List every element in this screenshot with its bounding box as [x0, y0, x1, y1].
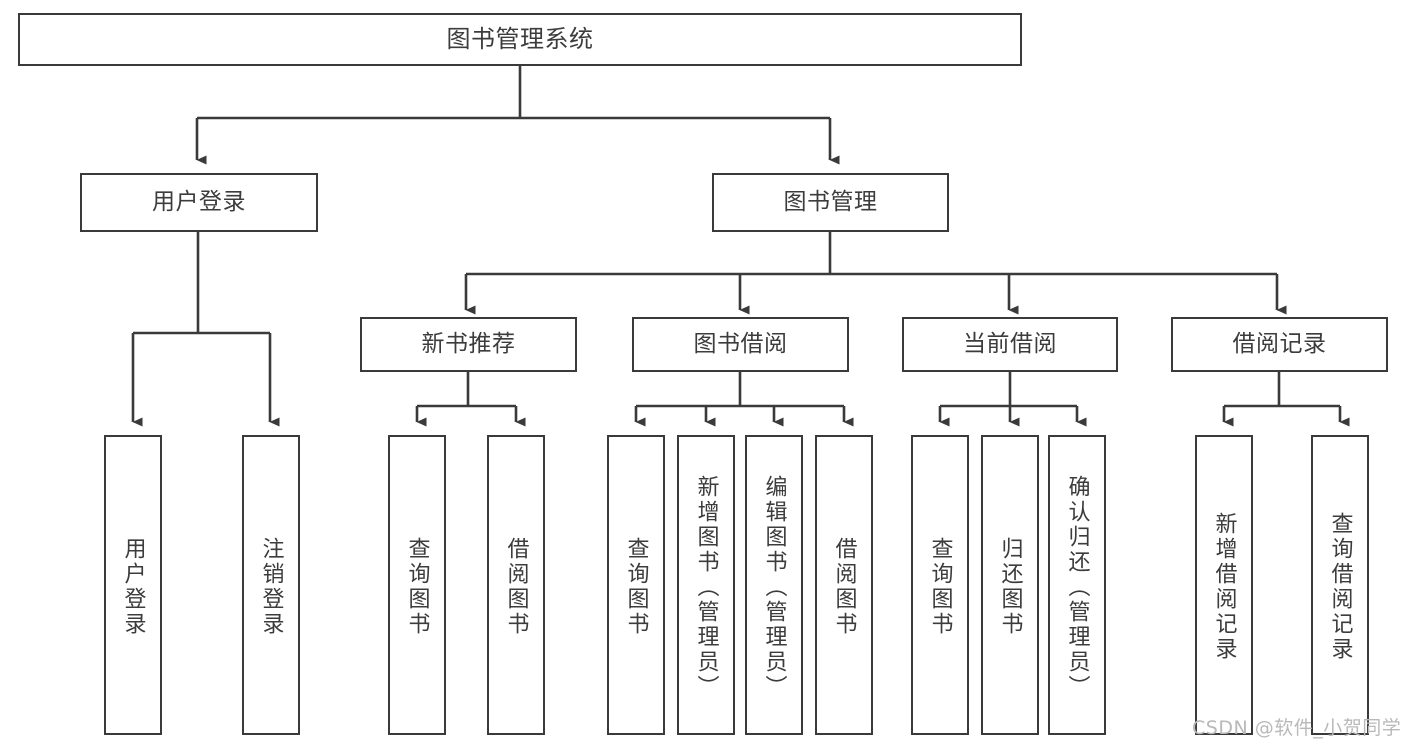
node-leaf-user-login[interactable]: 用户登录: [104, 435, 162, 735]
node-label: 用户登录: [120, 537, 146, 637]
node-label: 归还图书: [997, 537, 1023, 637]
node-leaf-logout[interactable]: 注销登录: [242, 435, 300, 735]
node-label: 图书管理系统: [446, 24, 594, 53]
node-current-borrow[interactable]: 当前借阅: [902, 317, 1118, 372]
node-label: 查询图书: [404, 537, 430, 637]
node-label: 用户登录: [152, 189, 246, 216]
node-root-system[interactable]: 图书管理系统: [18, 13, 1022, 66]
node-new-book-recommend[interactable]: 新书推荐: [360, 317, 577, 372]
node-leaf-return-book[interactable]: 归还图书: [981, 435, 1039, 735]
node-label: 注销登录: [258, 537, 284, 637]
node-label: 借阅记录: [1232, 331, 1327, 358]
node-leaf-query-borrow-record[interactable]: 查询借阅记录: [1311, 435, 1369, 735]
node-label: 新增图书（管理员）: [693, 474, 719, 700]
watermark-text: CSDN @软件_小贺同学: [1192, 717, 1402, 739]
node-leaf-borrow-book-new[interactable]: 借阅图书: [487, 435, 545, 735]
node-label: 查询图书: [927, 537, 953, 637]
node-label: 新增借阅记录: [1211, 512, 1237, 662]
node-user-login[interactable]: 用户登录: [80, 173, 318, 232]
node-book-borrow[interactable]: 图书借阅: [632, 317, 849, 372]
node-label: 图书管理: [783, 189, 878, 216]
node-label: 当前借阅: [963, 331, 1057, 358]
node-leaf-query-book-current[interactable]: 查询图书: [911, 435, 969, 735]
node-label: 借阅图书: [831, 537, 857, 637]
node-leaf-add-book-admin[interactable]: 新增图书（管理员）: [677, 435, 735, 735]
node-book-management[interactable]: 图书管理: [712, 173, 949, 232]
node-leaf-confirm-return-admin[interactable]: 确认归还（管理员）: [1048, 435, 1106, 735]
node-leaf-query-book-new[interactable]: 查询图书: [388, 435, 446, 735]
node-label: 借阅图书: [503, 537, 529, 637]
node-leaf-borrow-book[interactable]: 借阅图书: [815, 435, 873, 735]
node-borrow-records[interactable]: 借阅记录: [1171, 317, 1388, 372]
node-leaf-query-book-borrow[interactable]: 查询图书: [607, 435, 665, 735]
node-label: 查询借阅记录: [1327, 512, 1353, 662]
node-label: 图书借阅: [693, 331, 788, 358]
node-leaf-add-borrow-record[interactable]: 新增借阅记录: [1195, 435, 1253, 735]
node-label: 新书推荐: [421, 331, 516, 358]
node-label: 确认归还（管理员）: [1064, 474, 1090, 700]
node-leaf-edit-book-admin[interactable]: 编辑图书（管理员）: [745, 435, 803, 735]
node-label: 编辑图书（管理员）: [761, 474, 787, 700]
node-label: 查询图书: [623, 537, 649, 637]
